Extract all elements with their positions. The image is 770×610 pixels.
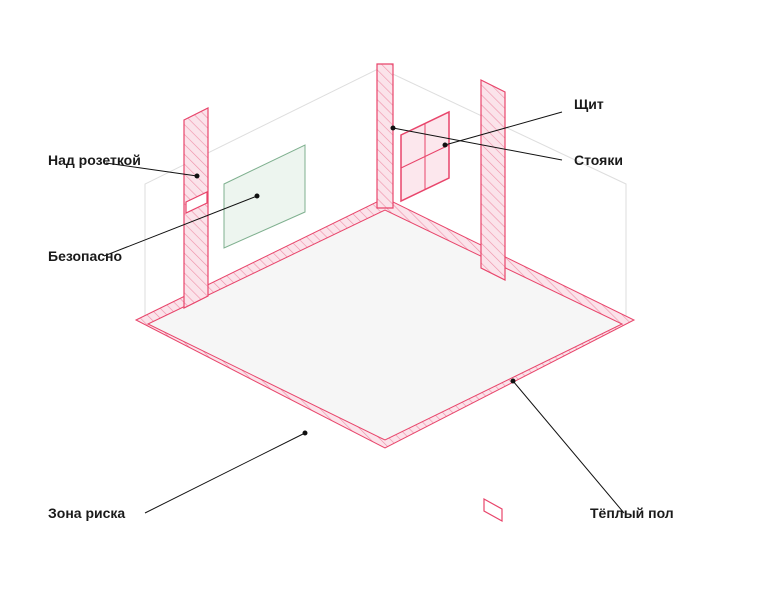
leader-lines xyxy=(103,111,625,514)
label-risers: Стояки xyxy=(574,152,623,168)
electrical-panel xyxy=(400,110,450,203)
safe-zone-area xyxy=(223,144,306,249)
label-above-socket: Над розеткой xyxy=(48,152,141,168)
warm-floor-area xyxy=(134,197,636,449)
label-panel: Щит xyxy=(574,96,604,112)
riser-corner xyxy=(376,63,394,209)
label-risk-zone: Зона риска xyxy=(48,505,126,521)
riser-right xyxy=(480,79,506,281)
socket-icon xyxy=(185,191,208,214)
risk-zone-marker xyxy=(483,497,503,523)
label-warm-floor: Тёплый пол xyxy=(590,505,674,521)
label-safe: Безопасно xyxy=(48,248,123,264)
